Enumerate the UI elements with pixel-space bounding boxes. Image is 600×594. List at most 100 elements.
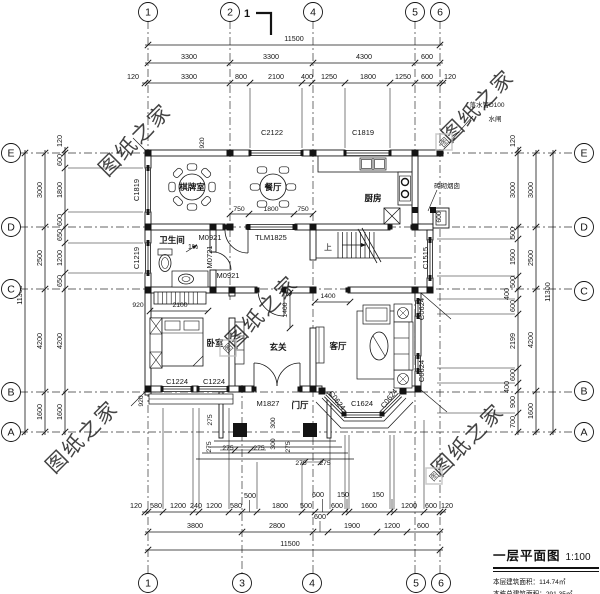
dimension-label: 4200 <box>526 332 535 348</box>
opening-tag: C1224 <box>166 377 188 386</box>
room-label: 厨房 <box>364 193 381 203</box>
watermark-text: 图纸之家 <box>42 397 123 478</box>
opening-tag: C1819 <box>132 179 141 201</box>
dimension-label: 3000 <box>35 182 44 198</box>
axis-bubble-label: B <box>7 387 14 399</box>
axis-bubble-label: 6 <box>438 578 444 590</box>
room-label: 棋牌室 <box>178 182 205 192</box>
dimension-label: 600 <box>436 211 443 223</box>
dimension-label: 1250 <box>321 72 337 81</box>
axis-bubble-label: 1 <box>145 7 151 19</box>
dimension-label: 11300 <box>15 285 24 304</box>
opening-tag: M0921 <box>199 233 222 242</box>
dimension-label: 600 <box>417 521 429 530</box>
opening-tag: C1515 <box>421 247 430 269</box>
room-label: 餐厅 <box>263 182 282 192</box>
dimension-label: 3300 <box>181 52 197 61</box>
dimension-label: 1200 <box>401 501 417 510</box>
dimension-label: 580 <box>150 501 162 510</box>
axis-bubble-label: 5 <box>413 578 419 590</box>
doors <box>212 229 301 387</box>
axis-bubble-label: E <box>580 148 587 160</box>
dimension-label: 600 <box>508 369 517 381</box>
dimension-label: 1600 <box>35 404 44 420</box>
dimension-label: 650 <box>55 229 64 241</box>
extension-lines <box>68 88 515 509</box>
axis-bubble-label: B <box>580 386 587 398</box>
annotation: 水闸 <box>489 114 502 123</box>
dimension-label: 3000 <box>508 182 517 198</box>
axis-bubble-label: 6 <box>437 7 443 19</box>
dimension-label: 800 <box>235 72 247 81</box>
dimension-label: 3300 <box>181 72 197 81</box>
dimension-label: 650 <box>55 275 64 287</box>
dimension-label: 275 <box>253 445 265 452</box>
dimension-label: 1200 <box>206 501 222 510</box>
dimension-label: 150 <box>372 490 384 499</box>
dimension-label: 1900 <box>344 521 360 530</box>
area-line-2: 本栋总建筑面积：291.35㎡ <box>493 588 599 594</box>
dimension-label: 240 <box>190 501 202 510</box>
dimension-label: 11500 <box>280 539 299 548</box>
section-mark-label: 1 <box>244 8 250 20</box>
area-line-1: 本层建筑面积：114.74㎡ <box>493 579 566 586</box>
dimension-label: 120 <box>444 72 456 81</box>
dimension-label: 2500 <box>35 250 44 266</box>
opening-tag: TLM1825 <box>255 233 287 242</box>
dimension-label: 500 <box>508 276 517 288</box>
dimension-label: 4200 <box>35 333 44 349</box>
dimension-label: 2100 <box>172 302 187 309</box>
dimension-label: 920 <box>199 137 206 149</box>
dimension-label: 4300 <box>356 52 372 61</box>
dimension-label: 1800 <box>272 501 288 510</box>
staircase <box>316 227 412 264</box>
dimension-label: 11500 <box>284 34 303 43</box>
dimension-label: 400 <box>301 72 313 81</box>
dimension-label: 4200 <box>55 333 64 349</box>
axis-bubble-label: 4 <box>309 578 315 590</box>
dimension-label: 1800 <box>263 206 278 213</box>
dimension-label: 400 <box>502 381 511 393</box>
dimension-label: 275 <box>206 441 213 453</box>
room-label: 客厅 <box>328 341 347 351</box>
annotation: 砖砌烟囱 <box>434 181 460 190</box>
dimension-label: 1200 <box>384 521 400 530</box>
columns <box>144 149 444 437</box>
dimension-label: 600 <box>421 72 433 81</box>
opening-tag: M1827 <box>257 399 280 408</box>
dimension-label: 600 <box>314 512 326 521</box>
porch <box>130 115 474 466</box>
dimension-label: 1600 <box>361 501 377 510</box>
dimension-label: 2800 <box>269 521 285 530</box>
axis-bubble-label: 2 <box>227 7 233 19</box>
dimension-label: 600 <box>55 214 64 226</box>
dimension-label: 600 <box>425 501 437 510</box>
dimension-label: 500 <box>300 501 312 510</box>
title-underline-2 <box>493 571 599 572</box>
dimension-label: 275 <box>295 460 307 467</box>
dimension-label: 500 <box>244 491 256 500</box>
opening-tag: C1224 <box>203 377 225 386</box>
opening-tag: C2122 <box>261 128 283 137</box>
annotation: 落水管D100 <box>469 100 504 109</box>
dimension-label: 150 <box>337 490 349 499</box>
dimension-label: 275 <box>285 441 292 453</box>
axis-bubble-label: D <box>7 222 15 234</box>
dimension-label: 120 <box>55 135 64 147</box>
dimension-label: 120 <box>130 501 142 510</box>
dimension-label: 3000 <box>526 182 535 198</box>
axis-bubble-label: 4 <box>310 7 316 19</box>
dimension-label: 500 <box>508 227 517 239</box>
dimension-label: 3800 <box>187 521 203 530</box>
dimension-label: 580 <box>230 501 242 510</box>
dimension-label: 1250 <box>395 72 411 81</box>
dimension-label: 600 <box>55 154 64 166</box>
dimension-label: 275 <box>222 445 234 452</box>
dimension-label: 2199 <box>508 333 517 349</box>
opening-tag: C0624 <box>417 360 426 382</box>
drawing-title: 一层平面图 <box>493 549 561 563</box>
